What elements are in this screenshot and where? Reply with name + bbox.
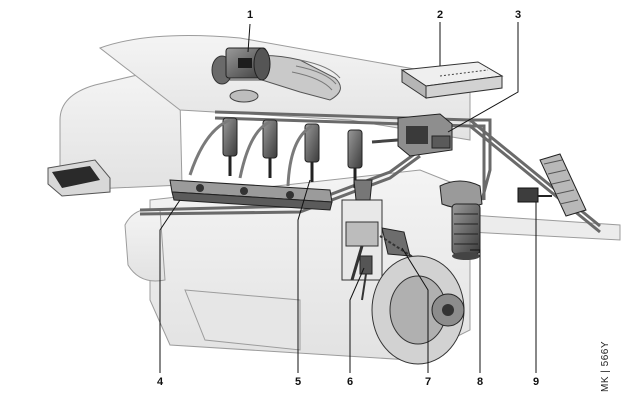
filler-cap [229, 89, 259, 103]
air-mass-meter [211, 47, 341, 101]
accelerator-pedal [517, 153, 587, 217]
callout-8: 8 [477, 376, 483, 388]
fuel-filter [439, 180, 483, 260]
injectors [188, 117, 363, 188]
callout-4: 4 [157, 376, 164, 388]
pressure-control-valve [371, 113, 453, 157]
injector [286, 123, 320, 187]
fuel-rail [169, 179, 333, 211]
injector [238, 119, 278, 179]
callout-3: 3 [515, 9, 521, 21]
callout-7: 7 [425, 376, 431, 388]
callout-1: 1 [247, 9, 253, 21]
callout-5: 5 [295, 376, 301, 388]
callout-6: 6 [347, 376, 353, 388]
figure-code: MK | 566Y [600, 341, 611, 392]
injector [188, 117, 238, 176]
air-intake-duct [47, 159, 111, 197]
callout-labels: 1 2 3 4 5 6 7 8 9 [157, 9, 539, 388]
callout-2: 2 [437, 9, 443, 21]
leader-lines [159, 22, 537, 373]
callout-9: 9 [533, 376, 539, 388]
pulley-flywheel [371, 255, 465, 365]
control-unit [400, 61, 504, 99]
